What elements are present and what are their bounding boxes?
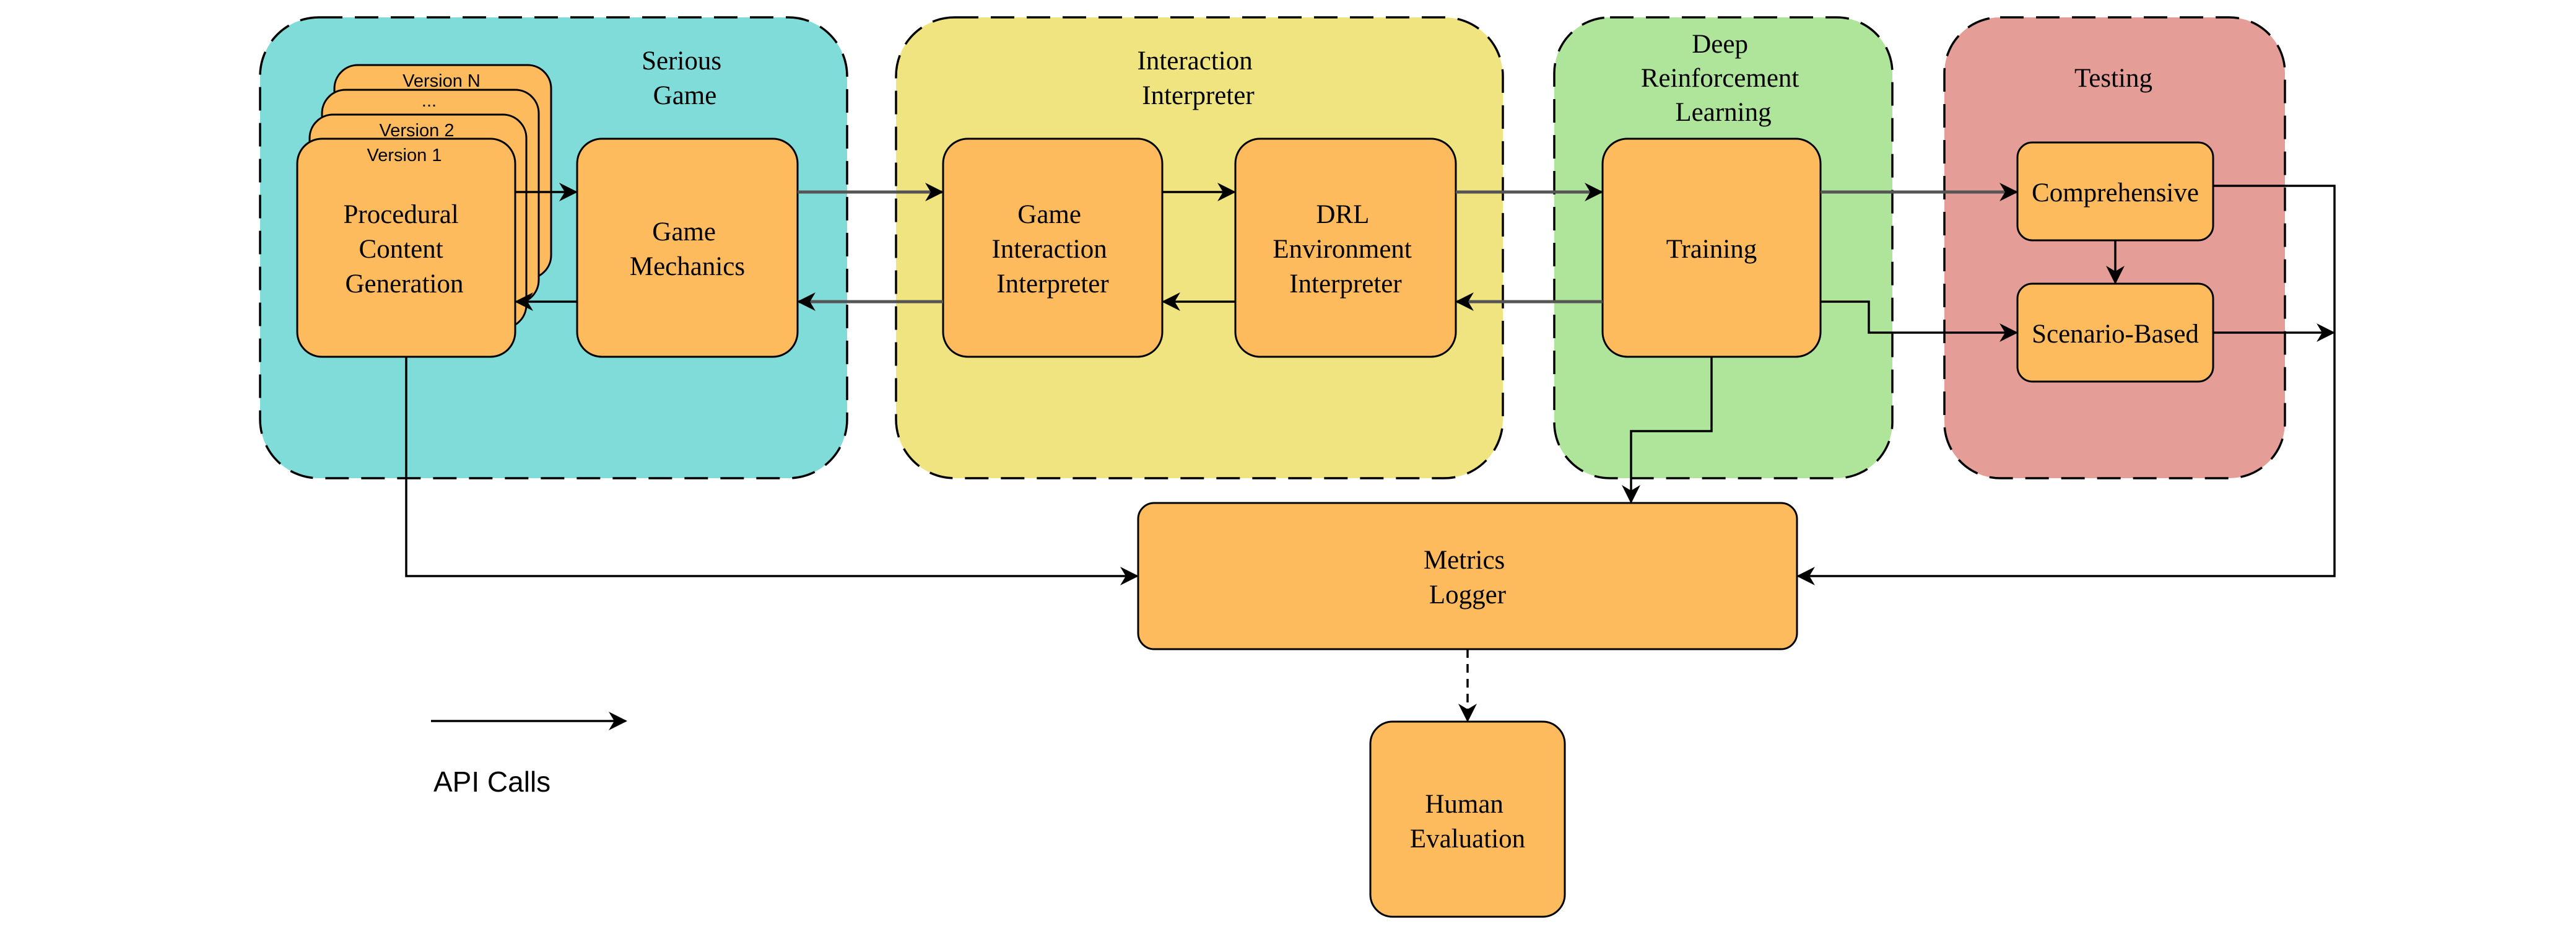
drl-environment-interpreter-node: [1234, 138, 1457, 358]
metrics-logger-node: [1137, 502, 1798, 650]
game-interaction-interpreter-label: Game Interaction Interpreter: [992, 200, 1114, 299]
version-1-label: Version 1: [367, 146, 442, 165]
game-interaction-interpreter-node: [942, 138, 1164, 358]
arrow-training-to-scenario: [1821, 300, 2018, 342]
drl-environment-interpreter-label: DRL Environment Interpreter: [1273, 200, 1418, 299]
version-dots-label: ...: [422, 91, 437, 111]
game-mechanics-node: [576, 138, 799, 358]
drl-title: Deep Reinforcement Learning: [1641, 30, 1806, 127]
arrow-training-to-logger: [1622, 357, 1713, 504]
human-evaluation-label: Human Evaluation: [1410, 790, 1525, 854]
pcg-label: Procedural Content Generation: [343, 200, 465, 299]
game-mechanics-label: Game Mechanics: [630, 217, 745, 281]
training-label: Training: [1666, 235, 1757, 264]
metrics-logger-label: Metrics Logger: [1424, 546, 1512, 610]
interaction-interpreter-title: Interaction Interpreter: [1138, 46, 1260, 110]
legend-api-calls-label: API Calls: [433, 766, 550, 798]
version-2-label: Version 2: [380, 121, 455, 141]
scenario-based-label: Scenario-Based: [2032, 320, 2199, 349]
arrow-pcg-to-logger: [405, 357, 1139, 585]
human-evaluation-node: [1369, 720, 1566, 918]
serious-game-title: Serious Game: [642, 46, 728, 110]
interaction-interpreter-group: [895, 16, 1504, 479]
version-n-label: Version N: [402, 71, 481, 91]
arrow-comprehensive-to-logger: [1796, 185, 2336, 585]
comprehensive-label: Comprehensive: [2032, 178, 2199, 208]
testing-title: Testing: [2074, 64, 2152, 93]
